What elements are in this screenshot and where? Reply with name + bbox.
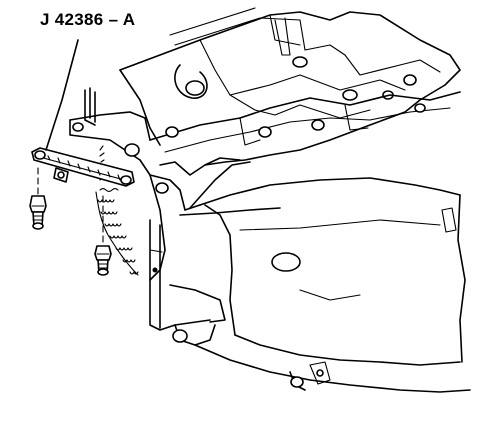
left-bracket: [69, 87, 151, 161]
head-deck-surface: [149, 91, 461, 153]
lower-column: [149, 219, 471, 393]
callout-leader-line: [45, 39, 79, 151]
engine-upper-block: [119, 7, 461, 166]
special-tool-bar: [31, 147, 135, 187]
tool-callout-label: J 42386 – A: [40, 10, 136, 29]
tool-mounting-bolt-right: [94, 195, 112, 276]
tool-mounting-bolt-left: [29, 167, 47, 230]
crank-reluctor-wheel: [95, 145, 139, 276]
timing-cover: [139, 157, 466, 366]
